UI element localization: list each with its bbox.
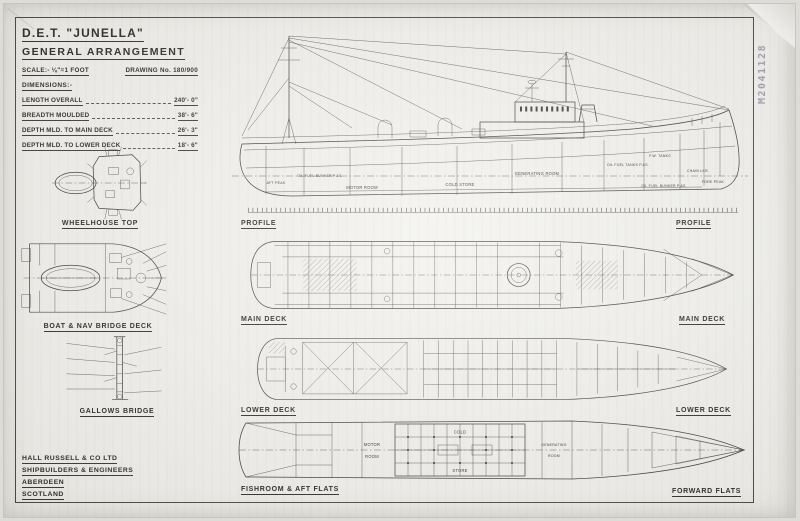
builder-trade: SHIPBUILDERS & ENGINEERS <box>22 467 134 476</box>
fishroom-aft-flats-caption: FISHROOM & AFT FLATS <box>241 486 339 495</box>
gallows-bridge-caption: GALLOWS BRIDGE <box>79 408 155 417</box>
dash-leader <box>92 117 175 119</box>
room-label: FORE PEAK <box>702 180 725 184</box>
profile-drawing: AFT PEAK OIL FUEL BUNKER P.&S. MOTOR ROO… <box>232 35 748 213</box>
room-label: F.W. TANKS <box>649 154 671 158</box>
main-deck-caption-right: MAIN DECK <box>679 316 725 325</box>
main-deck-drawing <box>250 241 734 309</box>
ship-name: D.E.T. "JUNELLA" <box>22 26 144 42</box>
room-label: GENERATING ROOM <box>515 171 560 176</box>
room-label: COLD <box>454 430 466 435</box>
room-label: OIL FUEL TANKS P.&S. <box>607 163 649 167</box>
boat-nav-bridge-deck-caption: BOAT & NAV BRIDGE DECK <box>43 323 153 332</box>
scale-label: SCALE:- ⅛"=1 FOOT <box>22 67 90 76</box>
room-label: COLD STORE <box>445 182 474 187</box>
room-label: MOTOR ROOM <box>346 185 378 190</box>
boat-nav-bridge-deck-drawing <box>21 243 167 315</box>
dimension-label: LENGTH OVERALL <box>22 97 83 106</box>
builder-block: HALL RUSSELL & CO LTD SHIPBUILDERS & ENG… <box>22 455 134 503</box>
lower-deck-caption-left: LOWER DECK <box>241 407 296 416</box>
dash-leader <box>115 132 175 134</box>
drawing-sheet: D.E.T. "JUNELLA" GENERAL ARRANGEMENT SCA… <box>3 3 796 518</box>
dimension-value: 18'- 6" <box>177 142 198 151</box>
lower-deck-caption-right: LOWER DECK <box>676 407 731 416</box>
profile-caption-left: PROFILE <box>241 220 277 229</box>
dimensions-heading: DIMENSIONS:- <box>22 82 73 91</box>
title-block: D.E.T. "JUNELLA" GENERAL ARRANGEMENT SCA… <box>22 26 198 151</box>
gallows-bridge-drawing <box>66 336 162 400</box>
archive-stamp: M2041128 <box>757 43 768 104</box>
dimension-row: DEPTH MLD. TO MAIN DECK 26'- 3" <box>22 127 198 136</box>
forward-flats-caption: FORWARD FLATS <box>672 488 742 497</box>
room-label: MOTOR <box>364 442 380 447</box>
drawing-number: DRAWING No. 180/900 <box>125 67 198 76</box>
fishroom-flats-drawing: MOTOR ROOM COLD STORE GENERATING ROOM <box>238 420 745 480</box>
builder-city: ABERDEEN <box>22 479 65 488</box>
room-label: ROOM <box>548 454 560 458</box>
dimension-label: BREADTH MOULDED <box>22 112 90 121</box>
dimension-value: 38'- 6" <box>177 112 198 121</box>
wheelhouse-top-drawing <box>52 146 147 220</box>
room-label: ROOM <box>365 454 379 459</box>
border-frame <box>15 17 754 503</box>
profile-caption-right: PROFILE <box>676 220 712 229</box>
room-label: GENERATING <box>541 443 566 447</box>
dimension-value: 26'- 3" <box>177 127 198 136</box>
room-label: CHAIN LKR. <box>687 169 709 173</box>
builder-name: HALL RUSSELL & CO LTD <box>22 455 118 464</box>
wheelhouse-top-caption: WHEELHOUSE TOP <box>61 220 139 229</box>
dimension-label: DEPTH MLD. TO MAIN DECK <box>22 127 113 136</box>
dimension-row: DEPTH MLD. TO LOWER DECK 18'- 6" <box>22 142 198 151</box>
drawing-title: GENERAL ARRANGEMENT <box>22 46 186 60</box>
room-label: OIL FUEL BUNKER P.&S. <box>297 174 343 178</box>
lower-deck-drawing <box>257 338 728 400</box>
dash-leader <box>123 147 175 149</box>
room-label: AFT PEAK <box>267 181 286 185</box>
room-label: STORE <box>452 468 467 473</box>
dimension-value: 240'- 0" <box>174 97 198 106</box>
room-label: OIL FUEL BUNKER P.&S. <box>641 184 687 188</box>
dimension-row: BREADTH MOULDED 38'- 6" <box>22 112 198 121</box>
dash-leader <box>85 102 172 104</box>
dimension-label: DEPTH MLD. TO LOWER DECK <box>22 142 121 151</box>
dimension-row: LENGTH OVERALL 240'- 0" <box>22 97 198 106</box>
builder-country: SCOTLAND <box>22 491 64 500</box>
main-deck-caption-left: MAIN DECK <box>241 316 287 325</box>
